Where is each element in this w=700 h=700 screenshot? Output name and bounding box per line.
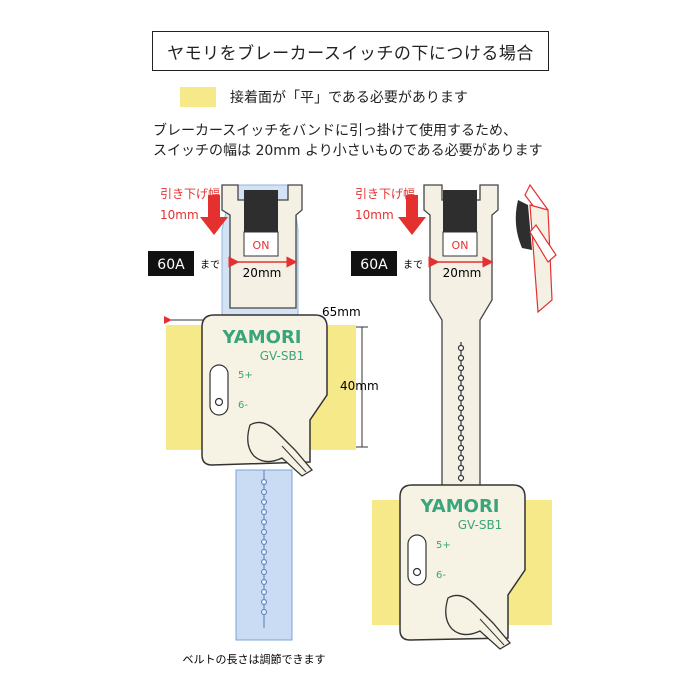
left-amp-badge-text: 60A [157,257,185,273]
right-diagram: ON 20mm 引き下げ幅 10mm 60A まで YAMORI [351,183,557,650]
legend: 接着面が「平」である必要があります [180,87,468,107]
left-switch-on-label: ON [253,239,270,252]
right-switch-width-label: 20mm [443,266,482,280]
left-switch-lever [244,190,278,236]
adhesive-surface-swatch [180,87,216,107]
right-brand: YAMORI [419,496,499,517]
page-title: ヤモリをブレーカースイッチの下につける場合 [152,31,549,71]
right-amp-badge [351,251,397,276]
left-switch-width-label: 20mm [243,266,282,280]
right-switch-on-plate [442,231,478,257]
left-pull-label: 引き下げ幅 [160,186,220,201]
left-amp-badge [148,251,194,276]
description-line-1: ブレーカースイッチをバンドに引っ掛けて使用するため、 [153,123,517,139]
right-switch-on-label: ON [452,239,469,252]
left-buckle [247,421,313,477]
left-pull-value: 10mm [160,208,199,222]
right-buckle [445,594,511,650]
right-device-body [399,484,526,641]
right-pull-arrow [398,195,426,235]
left-pull-arrow [200,195,228,235]
legend-label: 接着面が「平」である必要があります [230,90,468,106]
right-pull-label: 引き下げ幅 [355,186,415,201]
left-device-body [201,314,328,466]
left-switch-on-plate [243,231,279,257]
left-terminal-neg: 6- [238,400,248,411]
left-height-dim-label: 40mm [340,379,379,393]
right-model: GV-SB1 [458,518,503,532]
right-terminal-neg: 6- [436,570,446,581]
left-brand: YAMORI [221,327,301,348]
right-switch-lever [443,190,477,236]
right-strap-teeth [457,342,465,482]
left-amp-suffix: まで [200,259,220,271]
description-line-2: スイッチの幅は 20mm より小さいものである必要があります [153,143,543,159]
left-footnote: ベルトの長さは調節できます [183,652,326,666]
left-width-dim-label: 65mm [322,305,361,319]
right-side-view-sketch [515,183,557,314]
right-amp-suffix: まで [403,259,423,271]
left-diagram: ON 20mm 引き下げ幅 10mm 60A まで 65mm 40mm YAMO… [148,184,379,666]
left-band-teeth [260,470,268,628]
left-led-slot [209,364,229,416]
right-pull-value: 10mm [355,208,394,222]
right-terminal-pos: 5+ [436,540,451,551]
left-terminal-pos: 5+ [238,370,253,381]
right-led-slot [407,534,427,586]
right-amp-badge-text: 60A [360,257,388,273]
left-model: GV-SB1 [260,349,305,363]
